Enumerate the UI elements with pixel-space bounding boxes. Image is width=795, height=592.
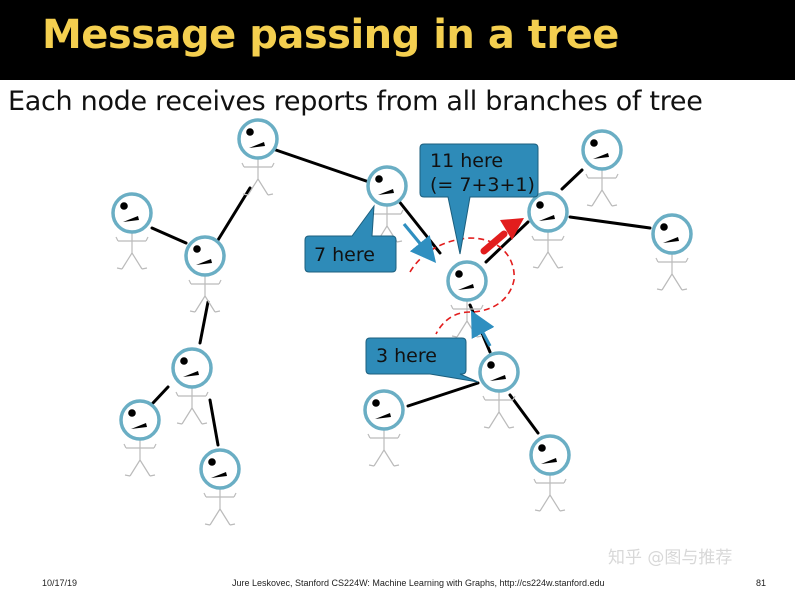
node-figure	[478, 351, 520, 430]
callout-seven-label: 7 here	[314, 244, 375, 266]
node-figure	[581, 129, 623, 208]
callout-eleven: 11 here (= 7+3+1)	[419, 143, 539, 255]
tree-nodes	[111, 118, 693, 527]
footer-date: 10/17/19	[42, 578, 78, 588]
slide-subtitle: Each node receives reports from all bran…	[8, 86, 703, 117]
node-figure	[171, 347, 213, 426]
node-figure	[529, 434, 571, 513]
incoming-arrow-seven	[402, 222, 437, 263]
callout-three: 3 here	[365, 337, 479, 383]
edge	[406, 381, 480, 408]
node-figure	[363, 389, 405, 468]
outgoing-message-arrow	[480, 218, 524, 255]
edge	[508, 393, 540, 435]
edge	[560, 168, 584, 191]
callout-seven: 7 here	[304, 204, 397, 273]
watermark: 知乎 @图与推荐	[608, 548, 733, 568]
callout-eleven-line2: (= 7+3+1)	[430, 174, 535, 196]
footer-page-number: 81	[756, 578, 767, 588]
incoming-arrow-three	[470, 310, 495, 347]
edge	[150, 226, 188, 245]
edge	[198, 300, 210, 345]
tree-edges	[150, 146, 652, 447]
edge	[208, 398, 220, 447]
edge	[216, 186, 252, 242]
message-boundary	[409, 237, 515, 335]
node-figure	[111, 192, 153, 271]
node-figure	[527, 191, 569, 270]
slide-title: Message passing in a tree	[42, 12, 619, 58]
node-figure	[651, 213, 693, 292]
callout-eleven-line1: 11 here	[430, 150, 503, 172]
node-figure	[119, 399, 161, 478]
edge	[151, 385, 170, 405]
edge	[484, 220, 530, 264]
node-figure	[199, 448, 241, 527]
callout-three-label: 3 here	[376, 345, 437, 367]
footer-credit: Jure Leskovec, Stanford CS224W: Machine …	[232, 578, 605, 588]
edge	[568, 215, 652, 230]
edge	[268, 146, 374, 185]
title-bar	[0, 0, 795, 80]
node-figure	[237, 118, 279, 197]
node-figure	[184, 235, 226, 314]
